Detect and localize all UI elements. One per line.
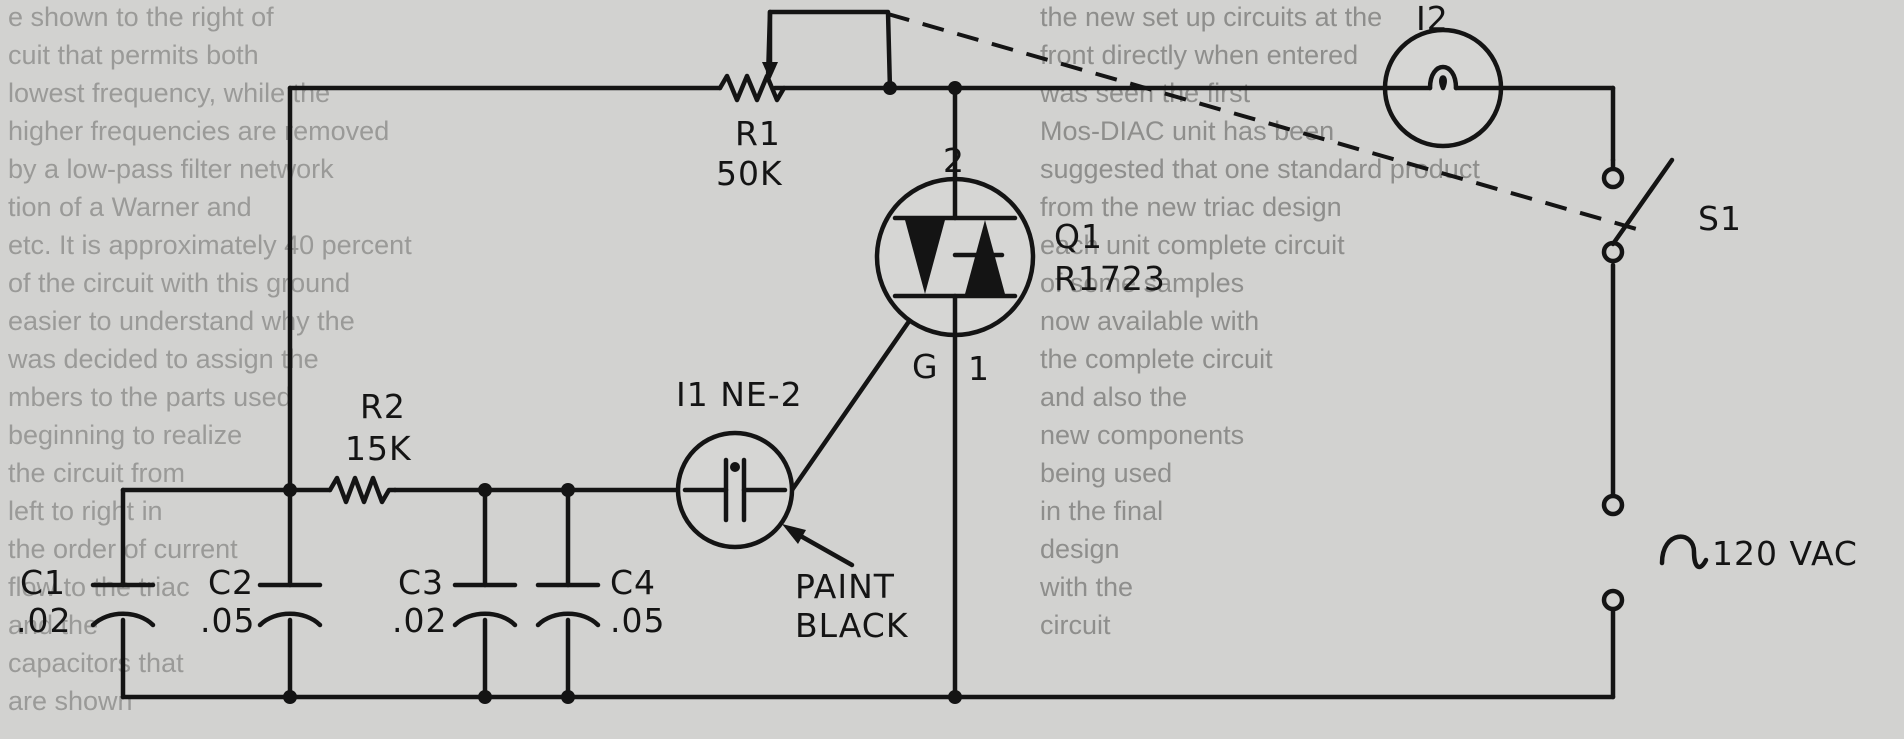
c1-ref-label: C1 xyxy=(20,563,66,602)
bg-left-line: are shown xyxy=(8,686,133,716)
bg-left-line: etc. It is approximately 40 percent xyxy=(8,230,412,260)
r1-ref-label: R1 xyxy=(735,114,781,153)
capacitor-c2 xyxy=(257,582,323,628)
q1-pin2-label: 2 xyxy=(943,141,965,180)
bg-left-line: tion of a Warner and xyxy=(8,192,252,222)
r1-value-label: 50K xyxy=(716,154,783,193)
bg-left-line: and the xyxy=(8,610,98,640)
resistor-r2 xyxy=(327,475,398,505)
bg-right-line: each unit complete circuit xyxy=(1040,230,1345,260)
bg-right-line: now available with xyxy=(1040,306,1259,336)
neon-lamp-i1 xyxy=(675,430,855,568)
c4-value-label: .05 xyxy=(610,601,665,640)
bg-left-line: beginning to realize xyxy=(8,420,242,450)
bg-left-line: e shown to the right of xyxy=(8,2,274,32)
bg-left-line: was decided to assign the xyxy=(7,344,319,374)
r2-ref-label: R2 xyxy=(360,387,406,426)
c2-ref-label: C2 xyxy=(208,563,254,602)
junction-dots xyxy=(283,81,962,704)
bg-right-line: of some samples xyxy=(1040,268,1244,298)
capacitor-c1 xyxy=(90,582,156,628)
ganged-link-dashed xyxy=(887,12,1641,232)
bg-right-line: design xyxy=(1040,534,1120,564)
resistor-r1 xyxy=(717,9,787,103)
bg-right-line: the new set up circuits at the xyxy=(1040,2,1382,32)
q1-gate-label: G xyxy=(912,347,939,386)
capacitor-c3 xyxy=(452,582,518,628)
c2-value-label: .05 xyxy=(200,601,255,640)
bg-right-line: with the xyxy=(1039,572,1133,602)
s1-ref-label: S1 xyxy=(1698,199,1742,238)
i2-ref-label: I2 xyxy=(1416,0,1449,38)
bg-right-line: was seen the first xyxy=(1039,78,1251,108)
lamp-i2 xyxy=(1382,27,1504,149)
c4-ref-label: C4 xyxy=(610,563,656,602)
bg-left-line: left to right in xyxy=(8,496,163,526)
supply-label: 120 VAC xyxy=(1712,534,1858,573)
labels: R1 50K 2 Q1 R1723 G 1 R2 15K I1 NE-2 I2 … xyxy=(16,0,1858,645)
wires xyxy=(120,9,1616,700)
bg-left-line: easier to understand why the xyxy=(8,306,355,336)
background-text-right: the new set up circuits at the front dire… xyxy=(1039,2,1480,640)
bg-right-line: from the new triac design xyxy=(1040,192,1342,222)
bg-left-line: capacitors that xyxy=(8,648,184,678)
switch-s1 xyxy=(1601,157,1675,264)
bg-left-line: of the circuit with this ground xyxy=(8,268,350,298)
paint-note-line1: PAINT xyxy=(795,567,895,606)
bg-right-line: being used xyxy=(1040,458,1172,488)
q1-pin1-label: 1 xyxy=(968,349,990,388)
bg-left-line: by a low-pass filter network xyxy=(8,154,334,184)
bg-left-line: higher frequencies are removed xyxy=(8,116,389,146)
bg-left-line: mbers to the parts used xyxy=(8,382,292,412)
bg-right-line: front directly when entered xyxy=(1040,40,1358,70)
bg-left-line: cuit that permits both xyxy=(8,40,259,70)
bg-right-line: the complete circuit xyxy=(1040,344,1273,374)
capacitor-c4 xyxy=(535,582,601,628)
bg-right-line: new components xyxy=(1040,420,1244,450)
bg-left-line: the circuit from xyxy=(8,458,185,488)
q1-part-label: R1723 xyxy=(1054,259,1166,298)
triac-q1 xyxy=(874,176,1036,338)
bg-right-line: circuit xyxy=(1040,610,1111,640)
bg-right-line: in the final xyxy=(1040,496,1163,526)
bg-right-line: and also the xyxy=(1040,382,1187,412)
bg-left-line: lowest frequency, while the xyxy=(8,78,330,108)
c1-value-label: .02 xyxy=(16,601,71,640)
background-text-left: e shown to the right of cuit that permits… xyxy=(7,2,412,716)
c3-value-label: .02 xyxy=(392,601,447,640)
paint-note-line2: BLACK xyxy=(795,606,909,645)
bg-right-line: suggested that one standard product xyxy=(1040,154,1480,184)
c3-ref-label: C3 xyxy=(398,563,444,602)
ac-supply xyxy=(1601,493,1709,612)
q1-ref-label: Q1 xyxy=(1054,217,1103,256)
i1-label: I1 NE-2 xyxy=(676,375,803,414)
bg-right-line: Mos-DIAC unit has been xyxy=(1040,116,1334,146)
r2-value-label: 15K xyxy=(345,429,412,468)
